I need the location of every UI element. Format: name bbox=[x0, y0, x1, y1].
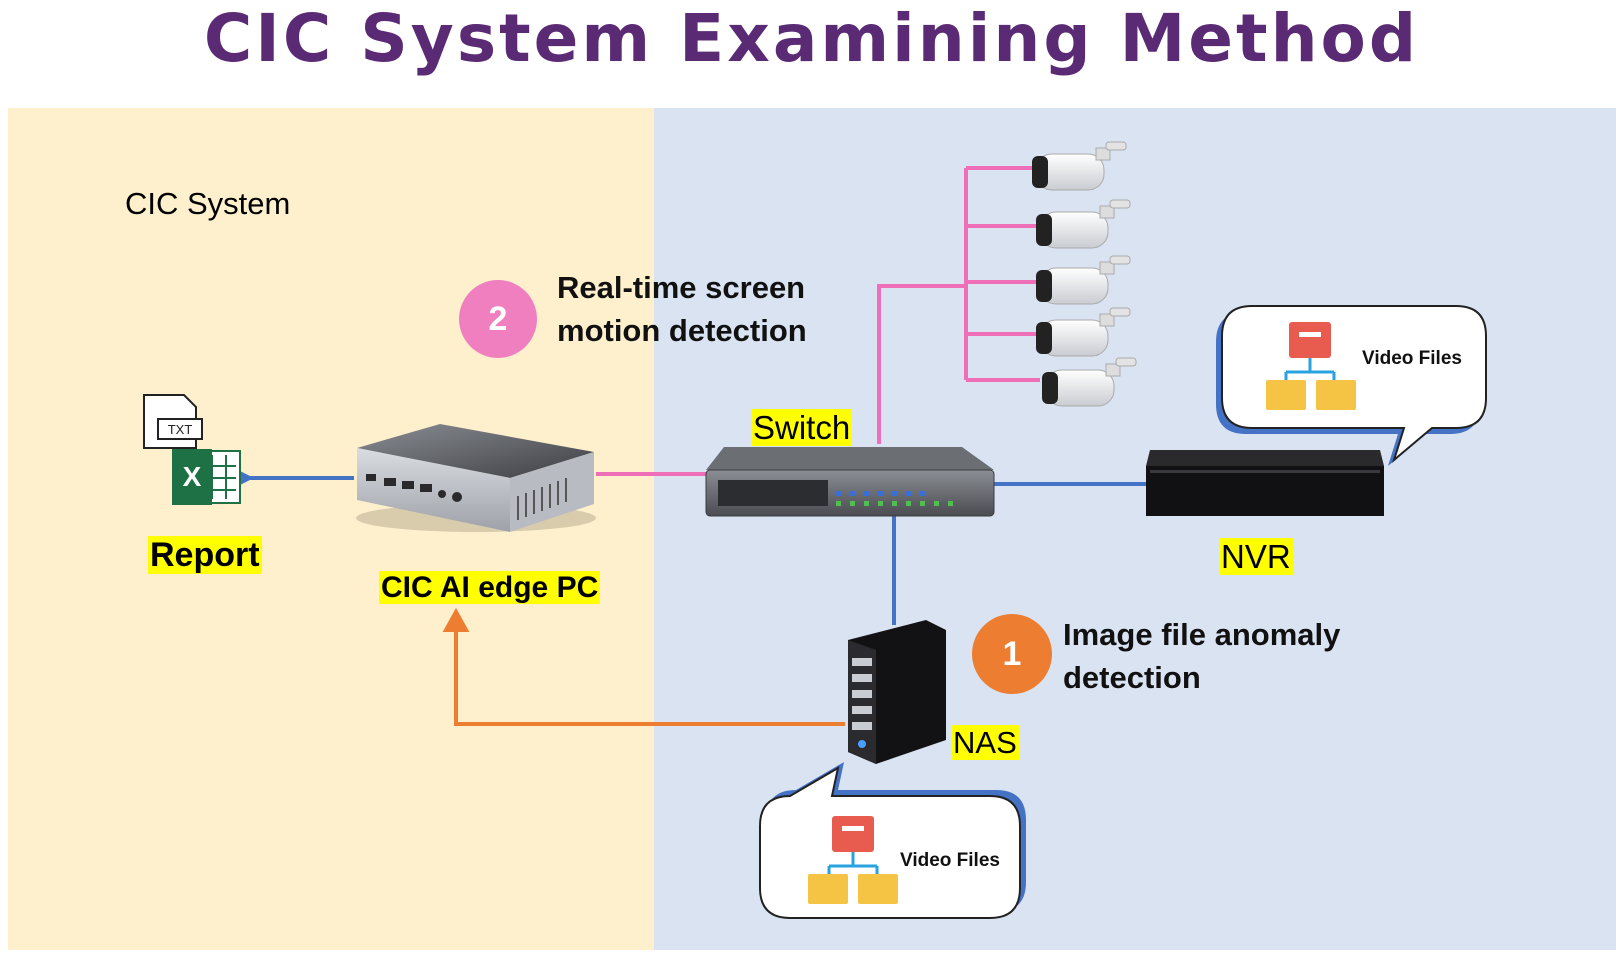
camera-links bbox=[596, 166, 1040, 476]
switch-label: Switch bbox=[751, 409, 853, 447]
nas-label: NAS bbox=[951, 725, 1019, 761]
camera-icon bbox=[1032, 141, 1127, 191]
folder-tree-icon bbox=[808, 816, 898, 904]
nvr-label: NVR bbox=[1219, 538, 1293, 576]
nvr-icon bbox=[1146, 450, 1384, 516]
excel-icon bbox=[172, 449, 241, 505]
report-label: Report bbox=[148, 536, 262, 575]
step-2-line-2: motion detection bbox=[557, 313, 807, 348]
cic-system-label: CIC System bbox=[125, 186, 291, 221]
txt-icon-label: TXT bbox=[168, 422, 193, 437]
edge-pc-icon bbox=[356, 424, 596, 532]
step-2-badge: 2 bbox=[459, 280, 537, 358]
camera-icon bbox=[1036, 255, 1131, 305]
cic-system-zone bbox=[8, 108, 654, 950]
camera-icon bbox=[1036, 199, 1131, 249]
ethernet-links bbox=[206, 454, 1148, 625]
nas-text: NAS bbox=[951, 725, 1019, 760]
report-text: Report bbox=[148, 536, 262, 574]
txt-file-icon bbox=[143, 394, 203, 449]
nas-video-files-label: Video Files bbox=[900, 850, 1000, 871]
edge-pc-text: CIC AI edge PC bbox=[379, 571, 601, 604]
edge-pc-label: CIC AI edge PC bbox=[379, 571, 601, 605]
excel-icon-label: X bbox=[183, 461, 202, 492]
nvr-text: NVR bbox=[1219, 538, 1293, 575]
camera-icon bbox=[1042, 357, 1137, 407]
step-1-badge: 1 bbox=[972, 614, 1052, 694]
step-1-description: Image file anomaly detection bbox=[1063, 613, 1340, 699]
nas-icon bbox=[848, 620, 946, 764]
step-1-line-2: detection bbox=[1063, 660, 1201, 695]
nvr-video-files-label: Video Files bbox=[1362, 348, 1462, 369]
folder-tree-icon bbox=[1266, 322, 1356, 410]
step-1-line-1: Image file anomaly bbox=[1063, 617, 1341, 652]
switch-icon bbox=[705, 447, 995, 517]
page-title: CIC System Examining Method bbox=[203, 0, 1420, 77]
nas-to-pc-flow bbox=[442, 607, 845, 726]
step-2-description: Real-time screen motion detection bbox=[557, 266, 807, 352]
camera-icon bbox=[1036, 307, 1131, 357]
switch-text: Switch bbox=[751, 409, 853, 446]
step-2-line-1: Real-time screen bbox=[557, 270, 806, 305]
